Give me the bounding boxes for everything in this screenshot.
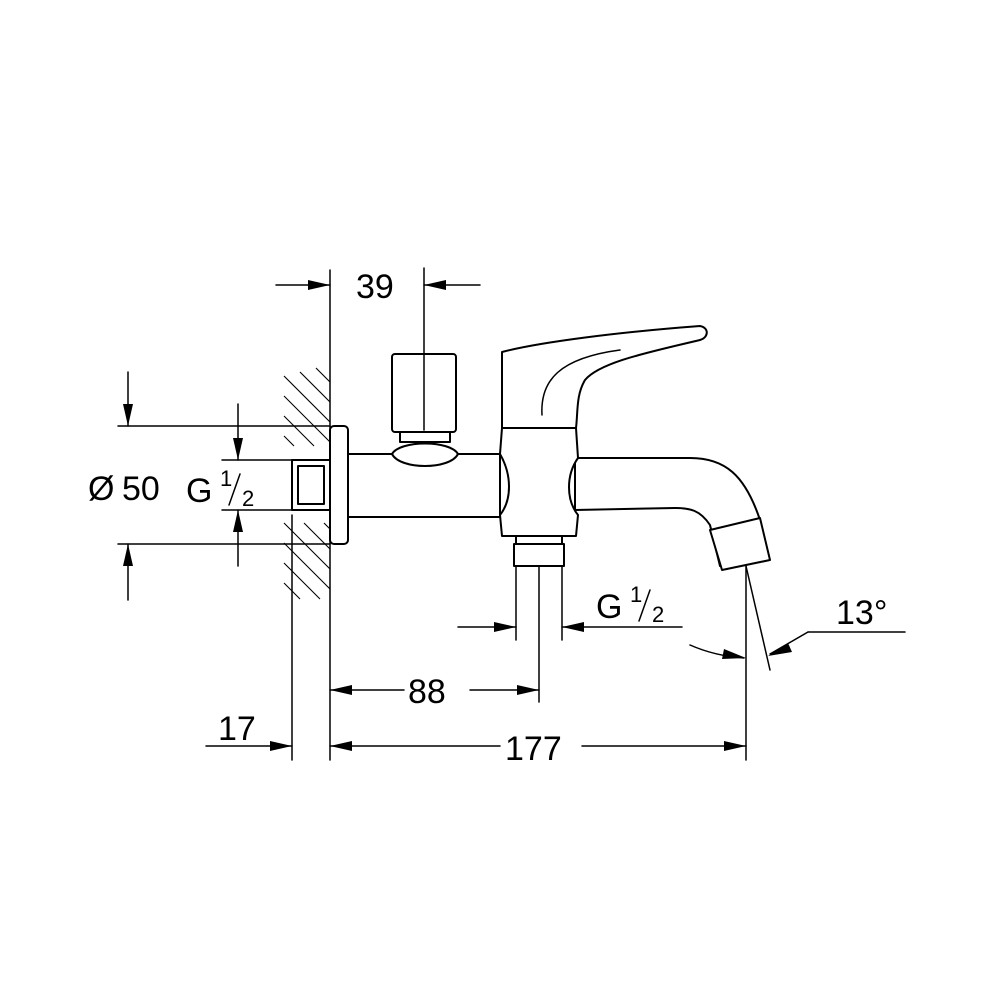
dim-39-label: 39 [356,268,394,306]
lever-handle [501,325,708,429]
inlet-thread-denominator: 2 [242,486,254,511]
outlet-thread-numerator: 1 [630,582,642,607]
faucet [291,325,771,571]
shutoff-base [391,442,459,467]
dimension-lines [117,267,906,761]
outlet-thread [515,535,563,545]
dim-diameter-symbol: Ø [88,470,114,508]
dimension-labels: 39 Ø 50 G 1 2 G 1 2 13° 88 17 177 [88,268,887,768]
dim-50-label: 50 [122,470,160,508]
wall-rosette [329,425,349,545]
inlet-thread-letter: G [186,472,212,510]
outlet-thread-denominator: 2 [652,602,664,627]
dim-17-label: 17 [218,710,256,748]
inlet-thread-numerator: 1 [220,466,232,491]
wall [283,269,331,761]
spout-aerator [709,517,771,571]
valve-body [499,427,579,537]
dim-88-label: 88 [408,673,446,711]
outlet-thread-letter: G [596,588,622,626]
angle-13-label: 13° [836,594,887,632]
dim-177-label: 177 [505,730,562,768]
